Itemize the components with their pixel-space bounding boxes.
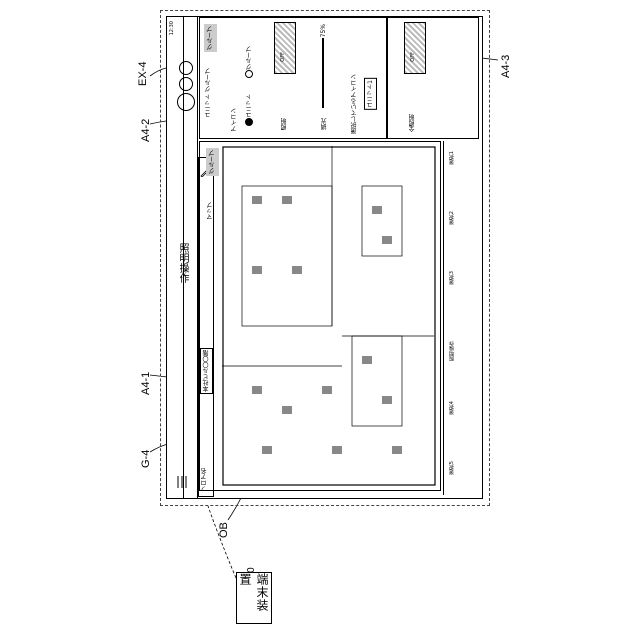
hamburger-icon[interactable] — [175, 473, 189, 485]
help-icon[interactable] — [179, 61, 193, 75]
selected-icon-label: 選択しているアイコン — [350, 74, 359, 134]
tab-unit-group[interactable]: ユニット グループ — [204, 68, 213, 118]
radio-group-label: グループ — [245, 46, 254, 70]
brightness-toggle[interactable] — [274, 22, 296, 74]
terminal-device-box: 端末装置 — [236, 572, 272, 624]
terminal-screen: 照明操作 フロア名 本社ビル〇〇階 ユニット グループ グループ アイコン ユニ… — [166, 16, 483, 499]
map-area[interactable]: マップ グループ — [199, 141, 441, 491]
tab-group[interactable]: グループ — [204, 24, 217, 52]
selected-icon-value[interactable]: ユニット1 — [364, 78, 377, 110]
all-lights-panel: 全照明 OFF — [387, 17, 479, 139]
all-lights-toggle[interactable] — [404, 22, 426, 74]
refresh-icon[interactable] — [179, 77, 193, 91]
all-lights-off: OFF — [410, 52, 416, 62]
brightness-off: OFF — [280, 52, 286, 62]
tab-map-group[interactable]: グループ — [206, 148, 219, 176]
icon-label: アイコン — [230, 108, 239, 132]
top-icons — [175, 57, 199, 117]
terminal-device-label: 端末装置 — [237, 573, 271, 623]
dimming-slider[interactable] — [322, 38, 324, 108]
page-title: 照明操作 — [175, 243, 190, 283]
radio-group[interactable] — [245, 70, 253, 78]
bottom-item-4[interactable]: 照明操作 — [448, 341, 455, 361]
all-lights-label: 全照明 — [408, 114, 417, 132]
status-time: 12:30 — [169, 21, 175, 35]
bottom-item-6[interactable]: 選択5 — [448, 461, 455, 474]
brightness-label: 照明 — [280, 118, 289, 130]
control-panel: ユニット グループ グループ アイコン ユニット グループ 照明 OFF 調光 … — [199, 17, 387, 139]
dimming-label: 調光 — [320, 118, 329, 130]
bottom-item-2[interactable]: 選択2 — [448, 211, 455, 224]
lamp-icon[interactable] — [177, 93, 195, 111]
tab-map[interactable]: マップ — [206, 202, 215, 220]
radio-unit-label: ユニット — [245, 94, 254, 118]
bottom-item-1[interactable]: 選択1 — [448, 151, 455, 164]
radio-unit[interactable] — [245, 118, 253, 126]
dimming-value: 75% — [320, 24, 327, 37]
bottom-item-5[interactable]: 選択4 — [448, 401, 455, 414]
bottom-nav: 選択1 選択2 選択3 照明操作 選択4 選択5 — [443, 141, 480, 495]
bottom-item-3[interactable]: 選択3 — [448, 271, 455, 284]
floor-plan — [222, 146, 436, 486]
